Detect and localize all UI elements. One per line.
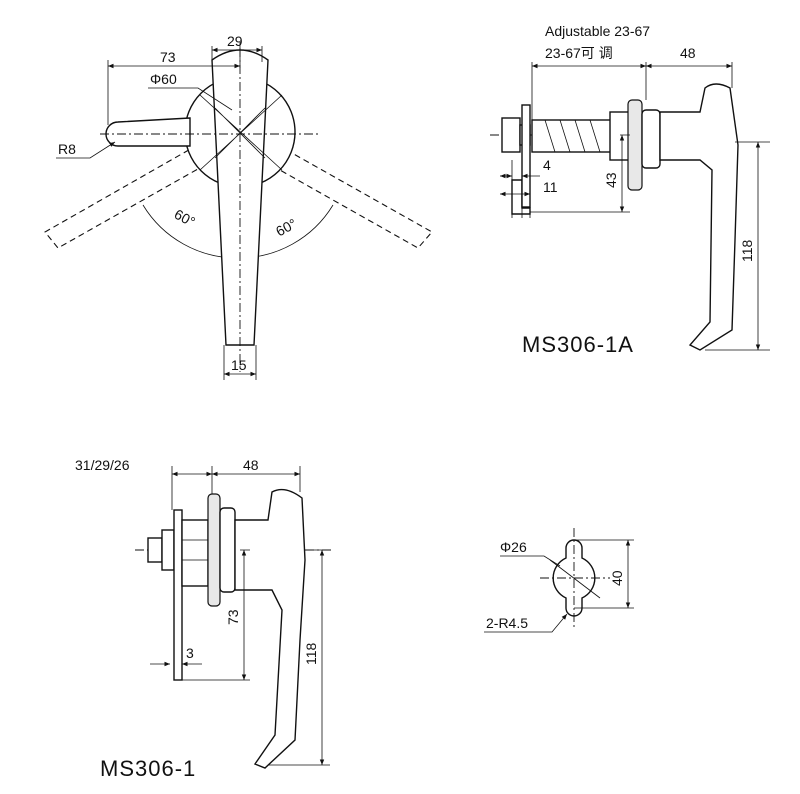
dim-43-label: 43 bbox=[603, 172, 619, 188]
dim-73-label: 73 bbox=[160, 49, 176, 65]
dim-phi60-label: Φ60 bbox=[150, 71, 177, 87]
panel-cutout: Φ26 40 2-R4.5 bbox=[484, 528, 634, 633]
dim-48-1-label: 48 bbox=[243, 457, 259, 473]
dim-312926-label: 31/29/26 bbox=[75, 457, 130, 473]
dim-15-label: 15 bbox=[231, 357, 247, 373]
side-view-1a: Adjustable 23-67 23-67可 调 48 4 11 bbox=[490, 23, 770, 357]
dim-29-label: 29 bbox=[227, 33, 243, 49]
top-view: 73 29 Φ60 R8 60° 60° 15 bbox=[44, 33, 433, 380]
dim-118-1-label: 118 bbox=[303, 642, 319, 665]
angle-left-label: 60° bbox=[172, 206, 198, 230]
nut-1a bbox=[501, 117, 521, 153]
dim-phi26-label: Φ26 bbox=[500, 539, 527, 555]
dim-73-1-label: 73 bbox=[225, 609, 241, 625]
nut-1 bbox=[147, 537, 163, 563]
cam-plate-1 bbox=[173, 509, 183, 681]
angle-right-label: 60° bbox=[273, 215, 299, 239]
model-1-label: MS306-1 bbox=[100, 756, 196, 781]
escutcheon-1 bbox=[207, 493, 221, 607]
dim-3-label: 3 bbox=[186, 645, 194, 661]
dim-48-label: 48 bbox=[680, 45, 696, 61]
dim-40-label: 40 bbox=[609, 570, 625, 586]
escutcheon-1a bbox=[627, 99, 643, 191]
handle-1 bbox=[234, 488, 306, 769]
model-1a-label: MS306-1A bbox=[522, 332, 634, 357]
dim-4-label: 4 bbox=[543, 157, 551, 173]
adjustable-cn-label: 23-67可 调 bbox=[545, 45, 613, 61]
handle-1a bbox=[659, 83, 739, 351]
handle-rotated-left bbox=[44, 134, 229, 249]
side-view-1: 31/29/26 48 73 3 118 MS306-1 bbox=[75, 457, 332, 781]
dim-118-1a-label: 118 bbox=[739, 239, 755, 262]
r8-lug bbox=[105, 117, 191, 147]
dim-r8-label: R8 bbox=[58, 141, 76, 157]
adjustable-label: Adjustable 23-67 bbox=[545, 23, 650, 39]
dim-2r45-label: 2-R4.5 bbox=[486, 615, 528, 631]
dim-11-label: 11 bbox=[543, 179, 558, 195]
spring-housing-1a bbox=[531, 119, 613, 153]
